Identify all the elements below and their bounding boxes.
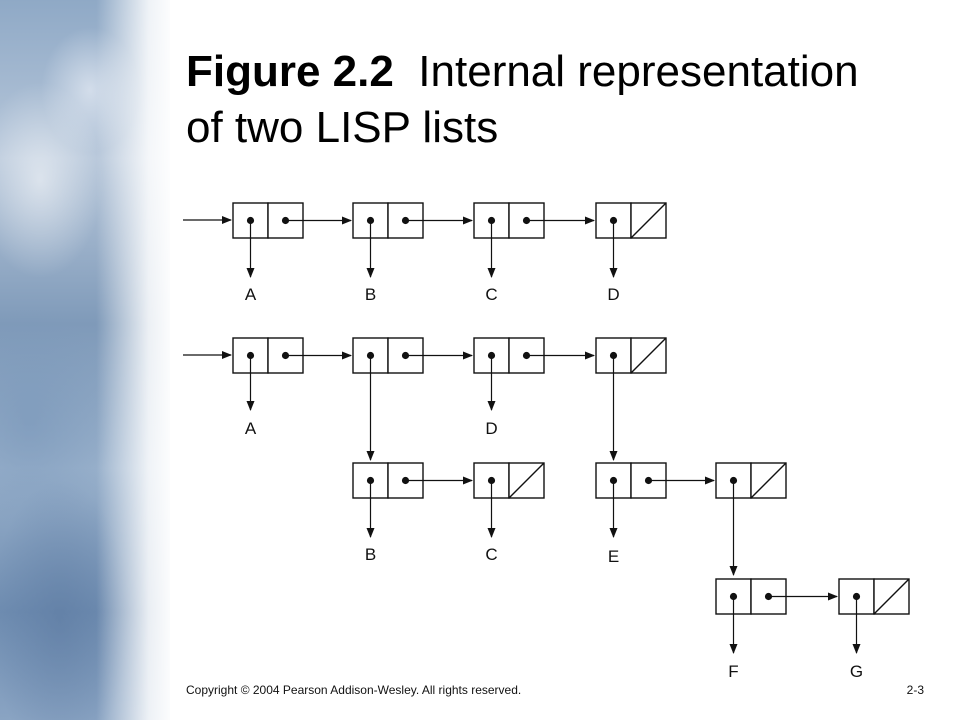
sublist1-cell-2-car-pointer — [487, 476, 496, 485]
list2-atom-A: A — [245, 419, 257, 438]
background-fade — [0, 0, 175, 720]
list1-cell-1-car-pointer — [246, 216, 255, 225]
sublist2-cell-2-car-pointer — [729, 476, 738, 485]
list1-cell-2-car-pointer — [366, 216, 375, 225]
list1-cell-4-car-pointer — [609, 216, 618, 225]
sublist1-cell-2-nil-slash — [508, 462, 545, 499]
list2-cell-2-car-pointer — [366, 351, 375, 360]
slide-title: Figure 2.2 Internal representation of tw… — [186, 44, 946, 156]
sublist3-cell-2-car-pointer — [852, 592, 861, 601]
list2-cell-3-car-pointer — [487, 351, 496, 360]
sublist2-cell-1-cdr-pointer — [644, 476, 653, 485]
sublist3-atom-G: G — [850, 662, 863, 681]
list1-atom-3: C — [485, 285, 497, 304]
list2-cell-4-car-pointer — [609, 351, 618, 360]
sublist1-cell-1-car-pointer — [366, 476, 375, 485]
sublist1-atom-B: B — [365, 545, 376, 564]
list1-cell-4-nil-slash — [630, 202, 667, 239]
list1-atom-1: A — [245, 285, 257, 304]
sublist1-atom-C: C — [485, 545, 497, 564]
list1-cell-1-cdr-pointer — [281, 216, 290, 225]
list2-cell-4-nil-slash — [630, 337, 667, 374]
list1-atom-2: B — [365, 285, 376, 304]
sublist3-cell-1-cdr-pointer — [764, 592, 773, 601]
list1-atom-4: D — [607, 285, 619, 304]
sublist3-cell-1-car-pointer — [729, 592, 738, 601]
sublist2-atom-E: E — [608, 547, 619, 566]
list1-cell-3-car-pointer — [487, 216, 496, 225]
list2-cell-1-cdr-pointer — [281, 351, 290, 360]
copyright-notice: Copyright © 2004 Pearson Addison-Wesley.… — [186, 683, 522, 697]
title-caption-line1: Internal representation — [418, 47, 859, 96]
list2-cell-3-cdr-pointer — [522, 351, 531, 360]
sublist3-cell-2-nil-slash — [873, 578, 910, 615]
list2-atom-D: D — [485, 419, 497, 438]
sublist3-atom-F: F — [728, 662, 738, 681]
list2-cell-2-cdr-pointer — [401, 351, 410, 360]
figure-label: Figure 2.2 — [186, 47, 394, 96]
list1-cell-3-cdr-pointer — [522, 216, 531, 225]
sublist2-cell-1-car-pointer — [609, 476, 618, 485]
sublist1-cell-1-cdr-pointer — [401, 476, 410, 485]
list2-cell-1-car-pointer — [246, 351, 255, 360]
title-caption-line2: of two LISP lists — [186, 103, 499, 152]
list1-cell-2-cdr-pointer — [401, 216, 410, 225]
sublist2-cell-2-nil-slash — [750, 462, 787, 499]
page-number: 2-3 — [906, 683, 924, 697]
